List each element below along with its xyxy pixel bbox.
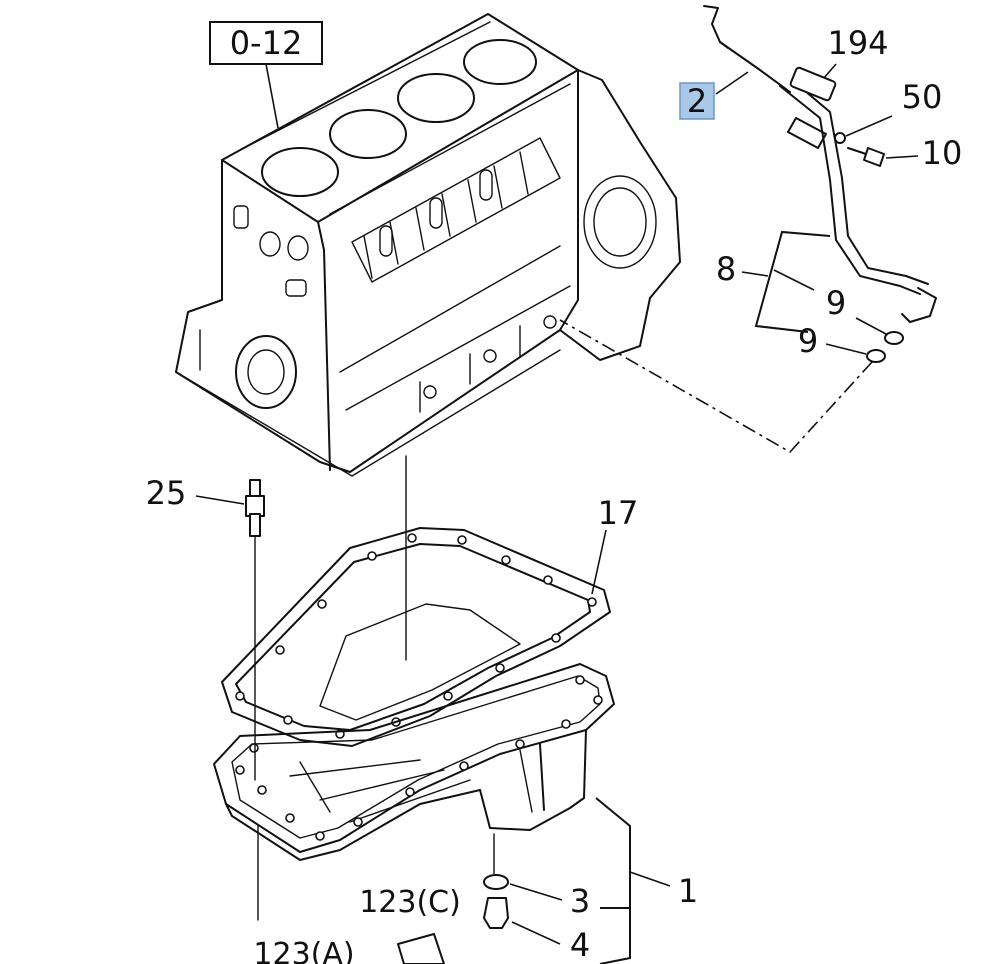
reference-box-label: 0-12 [230, 24, 303, 62]
callout-bolt-group-a-label: 123(A) [253, 937, 354, 964]
oil-pan [213, 663, 615, 861]
callout-194: 194 [823, 24, 889, 79]
callout-dipstick-label: 2 [687, 82, 707, 120]
callout-drain-washer-label: 3 [570, 882, 590, 920]
engine-block [175, 13, 681, 477]
callout-washer-label: 50 [902, 78, 943, 116]
callout-123c: 123(C) [359, 885, 461, 920]
callout-4: 4 [570, 926, 590, 964]
reference-box: 0-12 [209, 21, 323, 129]
gasket [221, 527, 611, 747]
drain-plug-parts [257, 825, 563, 964]
callout-drain-plug-label: 4 [570, 926, 590, 964]
sensor-25 [195, 479, 265, 781]
callout-1: 1 [678, 872, 698, 910]
callout-9-lower: 9 [798, 322, 867, 360]
group-bracket-1 [595, 797, 671, 964]
callout-seal-lower-label: 9 [798, 322, 818, 360]
callout-gasket-label: 17 [598, 494, 639, 532]
callout-17: 17 [591, 494, 639, 595]
callout-9-upper: 9 [826, 284, 887, 335]
callout-clip-label: 194 [827, 24, 888, 62]
callout-123a: 123(A) [253, 937, 354, 964]
callout-seal-upper-label: 9 [826, 284, 846, 322]
callout-sensor-label: 25 [146, 474, 187, 512]
callout-3: 3 [570, 882, 590, 920]
callout-25: 25 [146, 474, 187, 512]
callout-bolt-group-c-label: 123(C) [359, 885, 461, 920]
callout-50: 50 [845, 78, 943, 137]
callout-8: 8 [716, 250, 815, 291]
callout-2: 2 [679, 71, 749, 120]
callout-10: 10 [885, 134, 963, 172]
callout-bolt-label: 10 [922, 134, 963, 172]
callout-guide-tube-label: 8 [716, 250, 736, 288]
callout-oil-pan-label: 1 [678, 872, 698, 910]
dipstick-assembly [559, 5, 937, 454]
